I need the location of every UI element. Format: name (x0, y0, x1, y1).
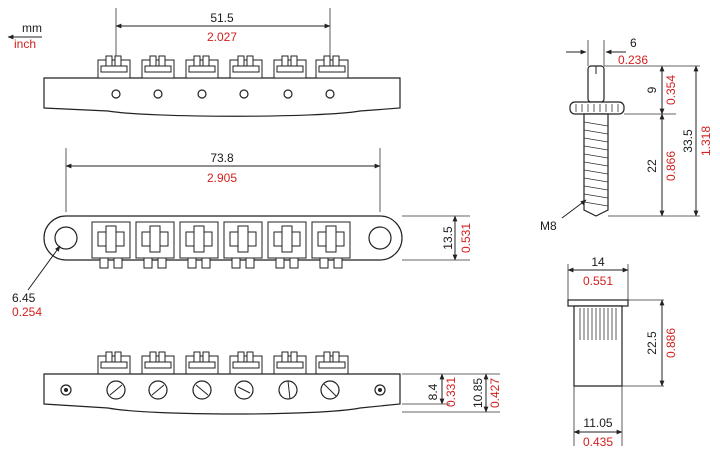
stud-head-mm: 6 (630, 36, 637, 50)
stud-thread-mm: 22 (645, 159, 659, 173)
unit-mm-label: mm (22, 21, 42, 35)
front-saddles (97, 351, 349, 375)
mid-height-mm: 13.5 (441, 226, 455, 250)
stud-hole-left (54, 226, 78, 250)
anchor-height-mm: 22.5 (645, 331, 659, 355)
top-width-inch: 2.027 (207, 30, 237, 44)
stud-head-inch: 0.236 (618, 53, 648, 67)
threaded-anchor: 14 0.551 22.5 0.886 11.05 0.435 (567, 255, 678, 449)
unit-inch-label: inch (14, 37, 36, 51)
stud-flange (569, 101, 625, 115)
stud-total-mm: 33.5 (681, 129, 695, 153)
bridge-top-view: 51.5 2.027 (43, 8, 401, 117)
front-h2-mm: 10.85 (471, 378, 485, 408)
mid-width-mm: 73.8 (210, 151, 234, 165)
mounting-stud: 6 0.236 9 0.354 22 0.866 33.5 1.318 M8 (540, 36, 713, 233)
anchor-bottom-inch: 0.435 (583, 435, 613, 449)
hole-dia-mm: 6.45 (12, 291, 36, 305)
front-adjust-screws (60, 380, 386, 400)
bridge-body-front (43, 373, 401, 415)
mid-width-inch: 2.905 (207, 171, 237, 185)
bridge-plan-view: 73.8 2.905 13.5 0.531 6.45 0.254 (12, 148, 473, 319)
thread-leader-line (561, 199, 587, 219)
stud-total-inch: 1.318 (699, 126, 713, 156)
units-legend: mm inch (7, 21, 42, 51)
front-h1-mm: 8.4 (426, 383, 440, 400)
anchor-collar (567, 299, 629, 307)
thread-size-label: M8 (540, 219, 557, 233)
stud-top-inch: 0.354 (664, 75, 678, 105)
anchor-top-inch: 0.551 (583, 274, 613, 288)
bridge-front-view: 8.4 0.331 10.85 0.427 (43, 351, 502, 415)
front-h1-inch: 0.331 (444, 377, 458, 407)
front-h2-inch: 0.427 (488, 378, 502, 408)
stud-hole-right (368, 226, 392, 250)
anchor-knurl (579, 308, 617, 340)
stud-thread-inch: 0.866 (664, 151, 678, 181)
top-string-holes (111, 89, 335, 99)
anchor-bottom-mm: 11.05 (583, 416, 612, 430)
top-width-mm: 51.5 (210, 11, 234, 25)
plan-saddles (91, 221, 351, 269)
hole-dia-inch: 0.254 (12, 305, 42, 319)
stud-top-mm: 9 (645, 86, 659, 93)
top-saddles (97, 55, 349, 79)
anchor-height-inch: 0.886 (664, 328, 678, 358)
anchor-top-mm: 14 (591, 255, 605, 269)
anchor-body (573, 305, 623, 387)
bridge-body-side (43, 77, 401, 117)
hole-leader-line (27, 245, 61, 291)
mid-height-inch: 0.531 (459, 223, 473, 253)
